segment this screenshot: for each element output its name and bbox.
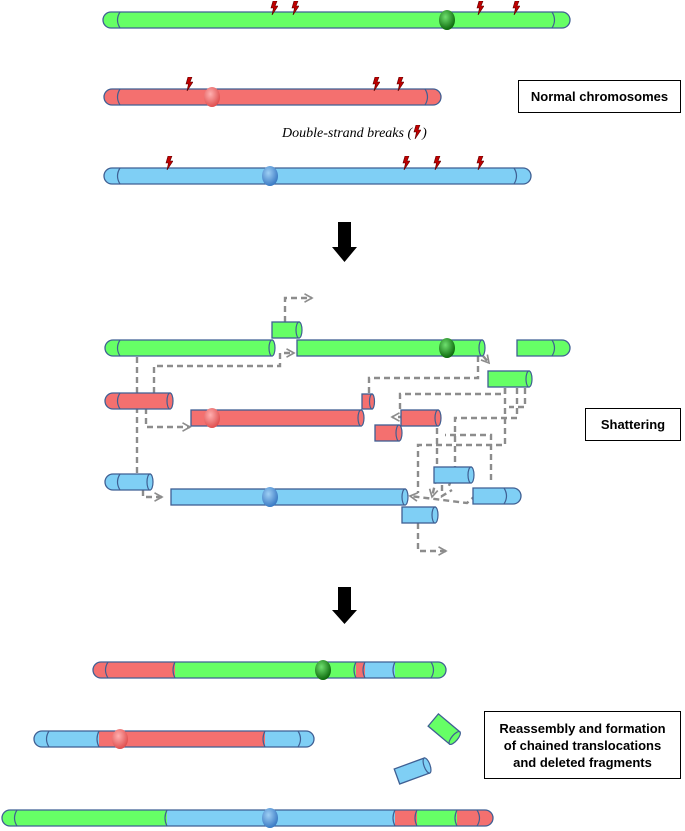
reassembly-text-line-1: Reassembly and formation xyxy=(499,720,666,736)
derivative-chromosome-3 xyxy=(1,808,494,828)
fragment-red-arm xyxy=(104,392,174,410)
reassembled-chromosomes xyxy=(1,660,494,828)
chromosome-blue xyxy=(103,156,532,186)
fragment-red-small-1 xyxy=(400,409,442,427)
dsb-caption-prefix: Double-strand breaks ( xyxy=(282,126,413,141)
dsb-caption-suffix: ) xyxy=(422,126,427,141)
fragment-green-tip xyxy=(516,339,571,357)
chromosome-red xyxy=(103,77,442,107)
stage-arrow xyxy=(332,587,357,624)
fragment-green-arm xyxy=(104,339,276,357)
stage-arrow xyxy=(332,222,357,262)
derivative-chromosome-2 xyxy=(33,729,315,749)
deleted-fragment-green xyxy=(427,712,461,746)
reassembly-label: Reassembly and formation of chained tran… xyxy=(484,711,681,779)
shattered-fragments xyxy=(104,298,571,551)
chromosome-green xyxy=(102,1,571,30)
shattering-label: Shattering xyxy=(585,408,681,441)
double-strand-breaks-caption: Double-strand breaks () xyxy=(282,124,427,142)
centromere-red xyxy=(204,87,220,107)
fragment-blue-small-2 xyxy=(401,506,439,524)
deleted-fragment-blue xyxy=(393,757,432,785)
fragment-green-small xyxy=(271,321,303,339)
lightning-bolt-icon xyxy=(413,124,422,140)
fragment-blue-arm xyxy=(104,473,154,491)
reassembly-text-line-2: of chained translocations xyxy=(503,737,662,753)
fragment-green-mid xyxy=(487,370,533,388)
normal-chromosomes-label: Normal chromosomes xyxy=(518,80,681,113)
fragment-blue-centromere xyxy=(170,487,409,507)
fragment-red-tiny xyxy=(361,393,376,410)
derivative-chromosome-1 xyxy=(92,660,447,680)
fragment-red-small-2 xyxy=(374,424,403,442)
fragment-blue-small-1 xyxy=(433,466,475,484)
centromere-blue xyxy=(262,166,278,186)
normal-chromosomes-text: Normal chromosomes xyxy=(530,89,669,104)
fragment-red-centromere xyxy=(190,408,365,428)
centromere-green xyxy=(439,10,455,30)
reassembly-text-line-3: and deleted fragments xyxy=(513,754,652,770)
fragment-green-centromere xyxy=(296,338,486,358)
normal-chromosomes xyxy=(102,1,571,186)
shattering-text: Shattering xyxy=(600,417,666,432)
fragment-blue-tip xyxy=(472,487,522,505)
